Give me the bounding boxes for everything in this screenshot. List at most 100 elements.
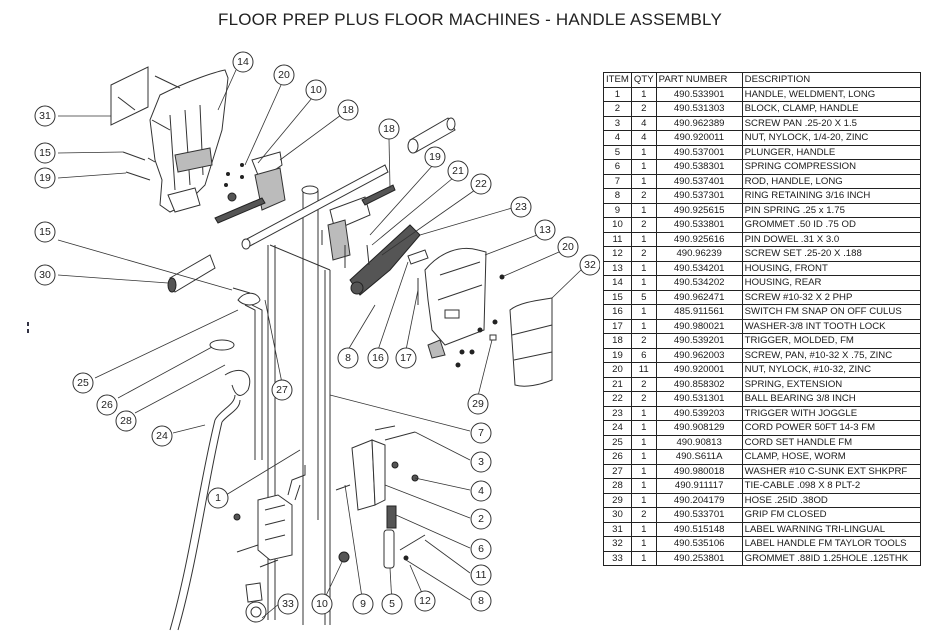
callout-circle	[414, 590, 436, 612]
switch-and-washer	[407, 249, 429, 305]
cell-description: CORD POWER 50FT 14-3 FM	[741, 420, 921, 436]
cell-part-number: 490.537001	[655, 144, 743, 160]
callout-item-20: 20	[557, 236, 579, 258]
cell-item: 13	[603, 260, 632, 276]
callout-label: 25	[77, 377, 89, 389]
callout-label: 22	[475, 178, 487, 190]
cell-qty: 1	[630, 159, 657, 175]
callout-item-19: 19	[424, 146, 446, 168]
callout-item-6: 6	[470, 538, 492, 560]
callout-item-23: 23	[510, 196, 532, 218]
cell-qty: 11	[630, 362, 657, 378]
callout-circle	[151, 425, 173, 447]
cell-part-number: 490.253801	[655, 550, 743, 566]
cell-qty: 1	[630, 318, 657, 334]
cell-item: 11	[603, 231, 632, 247]
cell-description: TRIGGER, MOLDED, FM	[741, 333, 921, 349]
cell-description: SPRING, EXTENSION	[741, 376, 921, 392]
edge-marker	[27, 322, 29, 333]
cell-qty: 1	[630, 420, 657, 436]
trigger-molded-left	[214, 151, 286, 224]
cell-item: 5	[603, 144, 632, 160]
callout-group: 1420101831151918192122231320321530252628…	[34, 51, 600, 615]
callout-item-18: 18	[337, 99, 359, 121]
callout-label: 20	[278, 69, 290, 81]
cell-description: SCREW PAN .25-20 X 1.5	[741, 115, 921, 131]
callout-item-4: 4	[470, 480, 492, 502]
cell-item: 29	[603, 492, 632, 508]
trigger-assembly-right	[321, 184, 421, 296]
callout-circle	[34, 264, 56, 286]
cell-part-number: 485.911561	[655, 304, 743, 320]
callout-label: 15	[39, 147, 51, 159]
cell-qty: 4	[630, 115, 657, 131]
callout-item-2: 2	[470, 508, 492, 530]
callout-circle	[467, 393, 489, 415]
cell-item: 14	[603, 275, 632, 291]
callout-label: 30	[39, 269, 51, 281]
callout-label: 6	[478, 543, 484, 555]
cell-qty: 1	[630, 202, 657, 218]
cell-part-number: 490.980021	[655, 318, 743, 334]
callout-circle	[34, 221, 56, 243]
callout-label: 9	[360, 598, 366, 610]
cell-item: 15	[603, 289, 632, 305]
callout-item-22: 22	[470, 173, 492, 195]
cell-qty: 2	[630, 217, 657, 233]
cell-part-number: 490.962003	[655, 347, 743, 363]
cell-description: PLUNGER, HANDLE	[741, 144, 921, 160]
callout-circle	[277, 593, 299, 615]
header-description: DESCRIPTION	[741, 72, 921, 88]
cell-part-number: 490.980018	[655, 463, 743, 479]
cell-part-number: 490.537401	[655, 173, 743, 189]
callout-label: 18	[383, 123, 395, 135]
cell-part-number: 490.920011	[655, 130, 743, 146]
callout-item-27: 27	[271, 379, 293, 401]
cell-qty: 4	[630, 130, 657, 146]
callout-circle	[378, 118, 400, 140]
callout-label: 3	[478, 456, 484, 468]
callout-label: 14	[237, 56, 249, 68]
screws-15-19	[122, 75, 181, 181]
callout-label: 10	[310, 84, 322, 96]
callout-item-29: 29	[467, 393, 489, 415]
callout-item-25: 25	[72, 372, 94, 394]
callout-circle	[273, 64, 295, 86]
callout-label: 31	[39, 110, 51, 122]
header-part-number: PART NUMBER	[655, 72, 743, 88]
callout-circle	[381, 593, 403, 615]
grommet-bottom	[245, 582, 267, 623]
cell-description: SCREW SET .25-20 X .188	[741, 246, 921, 262]
page-title: FLOOR PREP PLUS FLOOR MACHINES - HANDLE …	[218, 10, 722, 29]
callout-circle	[367, 347, 389, 369]
cell-item: 19	[603, 347, 632, 363]
callout-item-9: 9	[352, 593, 374, 615]
leader-lines	[57, 69, 582, 619]
cell-item: 25	[603, 434, 632, 450]
callout-label: 2	[478, 513, 484, 525]
callout-circle	[557, 236, 579, 258]
callout-item-1: 1	[207, 487, 229, 509]
callout-label: 21	[452, 165, 464, 177]
callout-item-3: 3	[470, 451, 492, 473]
exploded-assembly-diagram: 1420101831151918192122231320321530252628…	[27, 51, 600, 631]
callout-item-5: 5	[381, 593, 403, 615]
cell-item: 21	[603, 376, 632, 392]
cell-part-number: 490.96239	[655, 246, 743, 262]
housing-front	[424, 247, 505, 368]
cell-part-number: 490.533701	[655, 507, 743, 523]
cell-description: BALL BEARING 3/8 INCH	[741, 391, 921, 407]
cell-qty: 2	[630, 188, 657, 204]
cell-part-number: 490.531303	[655, 101, 743, 117]
callout-circle	[337, 99, 359, 121]
cell-qty: 5	[630, 289, 657, 305]
